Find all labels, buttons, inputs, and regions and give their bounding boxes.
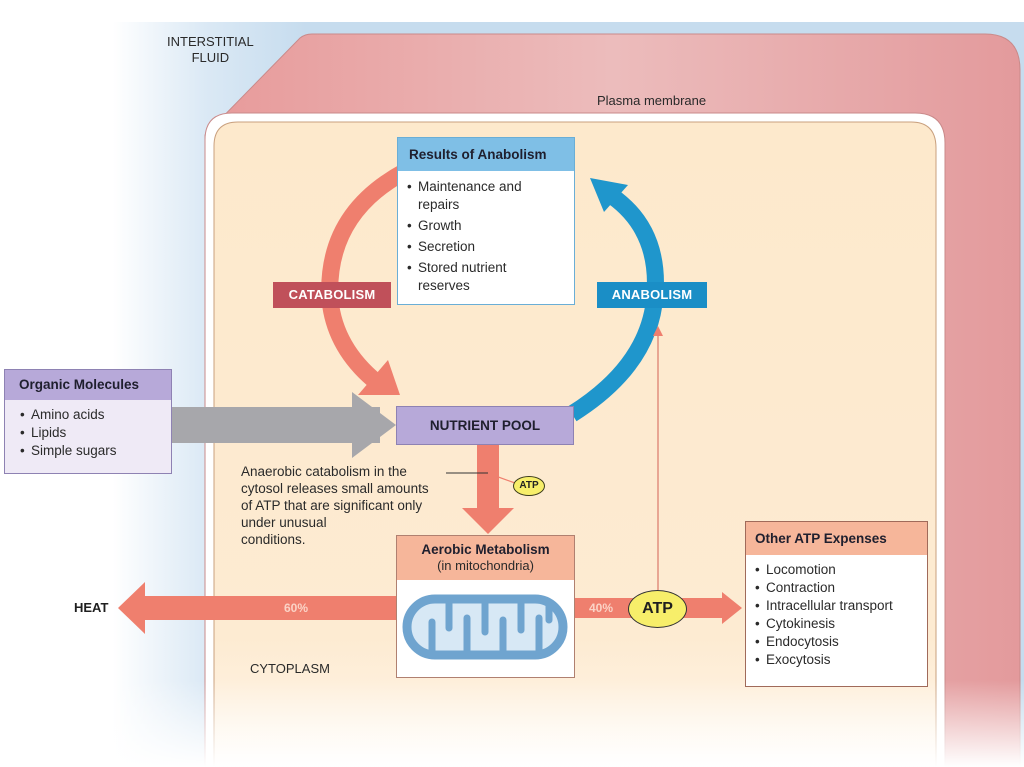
- results-of-anabolism-box: Results of Anabolism Maintenance andrepa…: [397, 137, 575, 305]
- heat-arrow-shaft: [140, 596, 398, 620]
- small-atp-connector: [489, 473, 516, 484]
- mitochondrion-icon: [402, 594, 568, 660]
- organic-molecules-title: Organic Molecules: [5, 370, 171, 400]
- organic-molecules-box: Organic Molecules Amino acids Lipids Sim…: [4, 369, 172, 474]
- atp-badge: ATP: [628, 590, 687, 628]
- other-atp-expenses-title: Other ATP Expenses: [746, 522, 927, 555]
- aerobic-metabolism-title: Aerobic Metabolism: [421, 542, 550, 557]
- plasma-membrane-label: Plasma membrane: [597, 93, 707, 108]
- heat-label: HEAT: [74, 600, 109, 615]
- list-item: Amino acids: [20, 406, 163, 424]
- pool-to-aerobic-arrowhead: [462, 508, 514, 534]
- nutrient-pool-box: NUTRIENT POOL: [396, 406, 574, 445]
- aerobic-metabolism-box: Aerobic Metabolism (in mitochondria): [396, 535, 575, 678]
- input-arrow-shaft: [170, 407, 380, 443]
- organic-molecules-list: Amino acids Lipids Simple sugars: [5, 400, 171, 460]
- atp-percent: 40%: [589, 601, 614, 615]
- input-arrowhead: [352, 392, 396, 458]
- anaerobic-note: Anaerobic catabolism in the cytosol rele…: [241, 463, 429, 548]
- list-item: Locomotion: [755, 561, 919, 579]
- interstitial-label-line1: INTERSTITIAL: [167, 34, 254, 49]
- heat-arrowhead: [118, 582, 145, 634]
- list-item: Cytokinesis: [755, 615, 919, 633]
- list-item: Endocytosis: [755, 633, 919, 651]
- other-atp-expenses-box: Other ATP Expenses Locomotion Contractio…: [745, 521, 928, 687]
- heat-percent: 60%: [284, 601, 309, 615]
- list-item: Exocytosis: [755, 651, 919, 669]
- anabolism-tag: ANABOLISM: [597, 282, 707, 308]
- list-item: Lipids: [20, 424, 163, 442]
- anaerobic-note-line: conditions.: [241, 532, 306, 547]
- aerobic-metabolism-header: Aerobic Metabolism (in mitochondria): [397, 536, 574, 580]
- pool-to-aerobic-arrow: [477, 445, 499, 511]
- interstitial-label-line2: FLUID: [191, 50, 230, 65]
- atp-to-anabolism-arrowhead: [653, 326, 663, 336]
- catabolism-tag: CATABOLISM: [273, 282, 391, 308]
- atp-arrowhead: [722, 592, 742, 624]
- list-item: Secretion: [407, 238, 566, 256]
- cytoplasm-label: CYTOPLASM: [250, 661, 330, 676]
- small-atp-badge: ATP: [513, 476, 545, 496]
- anaerobic-note-line: cytosol releases small amounts: [241, 481, 429, 496]
- bottom-fade: [0, 680, 1024, 767]
- anaerobic-note-line: under unusual: [241, 515, 327, 530]
- list-item: Growth: [407, 217, 566, 235]
- anaerobic-note-line: Anaerobic catabolism in the: [241, 464, 407, 479]
- interstitial-fluid-label: INTERSTITIAL FLUID: [167, 34, 254, 66]
- list-item: Simple sugars: [20, 442, 163, 460]
- list-item: Contraction: [755, 579, 919, 597]
- anabolism-arrowhead: [590, 178, 628, 212]
- results-of-anabolism-title: Results of Anabolism: [398, 138, 574, 171]
- aerobic-metabolism-subtitle: (in mitochondria): [437, 558, 534, 573]
- anaerobic-note-line: of ATP that are significant only: [241, 498, 423, 513]
- other-atp-expenses-list: Locomotion Contraction Intracellular tra…: [746, 555, 927, 669]
- catabolism-arrowhead: [358, 360, 400, 395]
- list-item: Intracellular transport: [755, 597, 919, 615]
